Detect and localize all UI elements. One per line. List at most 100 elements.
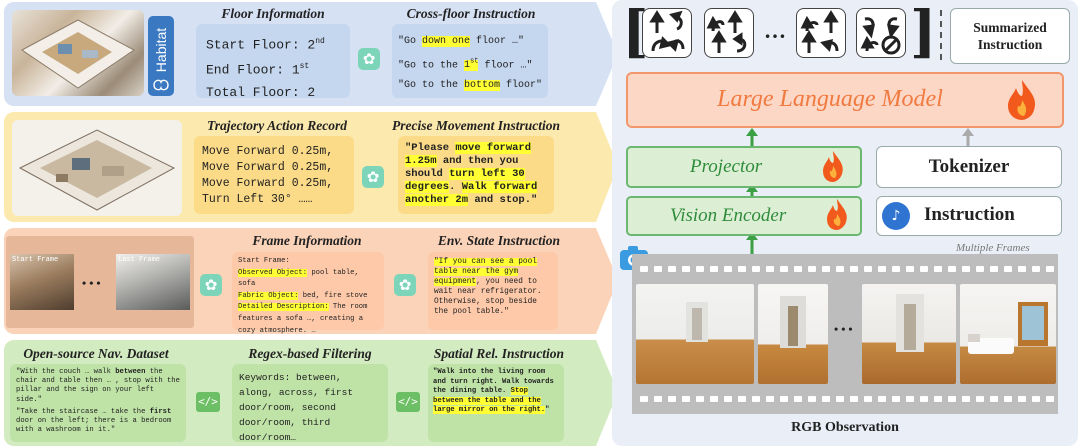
film-hole (682, 266, 690, 272)
film-hole (1018, 396, 1026, 402)
summarized-label: Summarized Instruction (973, 20, 1047, 52)
house-3d-image-2 (12, 120, 182, 216)
floor-info-box: Start Floor: 2nd End Floor: 1st Total Fl… (196, 24, 350, 100)
habitat-badge: Habitat (148, 16, 174, 96)
film-hole (864, 396, 872, 402)
regex-box: Keywords: between, along, across, first … (232, 364, 388, 443)
tokenizer-label: Tokenizer (928, 156, 1010, 177)
film-hole (990, 266, 998, 272)
dataset-example-0: "With the couch … walk between the chair… (16, 368, 180, 404)
cross-floor-header: Cross-floor Instruction (406, 6, 536, 21)
frame-info-item-1: Fabric Object: bed, fire stove (238, 291, 368, 300)
film-hole (850, 266, 858, 272)
floor-info-header: Floor Information (221, 6, 325, 21)
film-hole (780, 396, 788, 402)
dataset-header: Open-source Nav. Dataset (23, 346, 169, 361)
dataset-example-1: "Take the staircase … take the first doo… (16, 407, 172, 435)
traj-line: Move Forward 0.25m, (202, 145, 334, 158)
llm-box (626, 72, 1064, 128)
house-3d-image-1 (12, 10, 144, 96)
film-hole (948, 266, 956, 272)
arrows-icon (706, 10, 747, 53)
film-hole (962, 266, 970, 272)
frame-info-title: Start Frame: (238, 257, 290, 265)
last-frame-label: Last Frame (118, 256, 161, 264)
frame-info-header: Frame Information (252, 233, 362, 248)
code-icon: </> (396, 392, 420, 412)
fire-icon (823, 151, 843, 182)
cross-line-1: "Go to the 1st floor …" (398, 58, 533, 72)
film-hole (766, 396, 774, 402)
film-hole (654, 396, 662, 402)
film-hole (920, 266, 928, 272)
bracket-divider (940, 10, 942, 60)
rgb-frames-ellipsis: • • • (834, 322, 853, 336)
film-hole (1032, 266, 1040, 272)
action-set-4 (856, 8, 906, 58)
film-hole (794, 396, 802, 402)
rgb-observation-label: RGB Observation (791, 420, 899, 435)
rgb-frame-4 (960, 284, 1056, 384)
floor-line-0: Start Floor: 2nd (206, 37, 325, 53)
action-set-3 (796, 8, 846, 58)
traj-line: Move Forward 0.25m, (202, 177, 334, 190)
tokenizer-box: Tokenizer (876, 146, 1062, 188)
projector-label: Projector (690, 156, 763, 177)
film-hole (780, 266, 788, 272)
film-hole (808, 396, 816, 402)
film-hole (906, 396, 914, 402)
film-hole (1004, 266, 1012, 272)
chevron-connectors (560, 2, 618, 446)
film-hole (668, 266, 676, 272)
film-hole (878, 266, 886, 272)
frame-info-item-2: Detailed Description: The room features … (238, 303, 368, 335)
code-icon: </> (196, 392, 220, 412)
rgb-frame-2 (758, 284, 828, 384)
film-hole (1032, 396, 1040, 402)
film-hole (850, 396, 858, 402)
film-hole (892, 396, 900, 402)
film-hole (822, 396, 830, 402)
rgb-frame-1 (636, 284, 754, 384)
trajectory-header: Trajectory Action Record (207, 118, 347, 133)
film-hole (640, 396, 648, 402)
film-hole (934, 266, 942, 272)
film-hole (822, 266, 830, 272)
film-hole (710, 396, 718, 402)
film-hole (990, 396, 998, 402)
film-hole (864, 266, 872, 272)
summarized-instruction-box: Summarized Instruction (950, 8, 1070, 64)
film-hole (962, 396, 970, 402)
brain-icon (153, 79, 169, 91)
rgb-frame-3 (862, 284, 956, 384)
arrows-icon (649, 10, 685, 52)
spatial-header: Spatial Rel. Instruction (433, 346, 565, 361)
env-state-header: Env. State Instruction (437, 233, 561, 248)
actions-ellipsis: … (764, 18, 786, 43)
film-hole (1046, 396, 1054, 402)
env-state-box: "If you can see a pool table near the gy… (428, 252, 558, 330)
frames-ellipsis: • • • (82, 276, 101, 290)
llm-label: Large Language Model (717, 86, 943, 112)
film-hole (920, 396, 928, 402)
film-hole (836, 396, 844, 402)
action-set-1 (642, 8, 692, 58)
arrows-icon (860, 17, 901, 55)
openai-icon: ✿ (200, 274, 222, 296)
film-hole (976, 396, 984, 402)
multiple-frames-label: Multiple Frames (956, 242, 1030, 254)
film-hole (682, 396, 690, 402)
frame-info-item-0: Observed Object: pool table, sofa (238, 268, 359, 289)
film-hole (934, 396, 942, 402)
film-hole (892, 266, 900, 272)
frame-info-box: Start Frame: Observed Object: pool table… (232, 252, 384, 335)
openai-icon: ✿ (358, 48, 380, 70)
right-bracket: ] (910, 0, 937, 65)
last-frame-image: Last Frame (116, 254, 190, 310)
film-hole (1004, 396, 1012, 402)
instruction-label: Instruction (924, 204, 1015, 225)
film-hole (724, 266, 732, 272)
film-hole (836, 266, 844, 272)
flow-arrows (746, 128, 974, 258)
film-hole (976, 266, 984, 272)
